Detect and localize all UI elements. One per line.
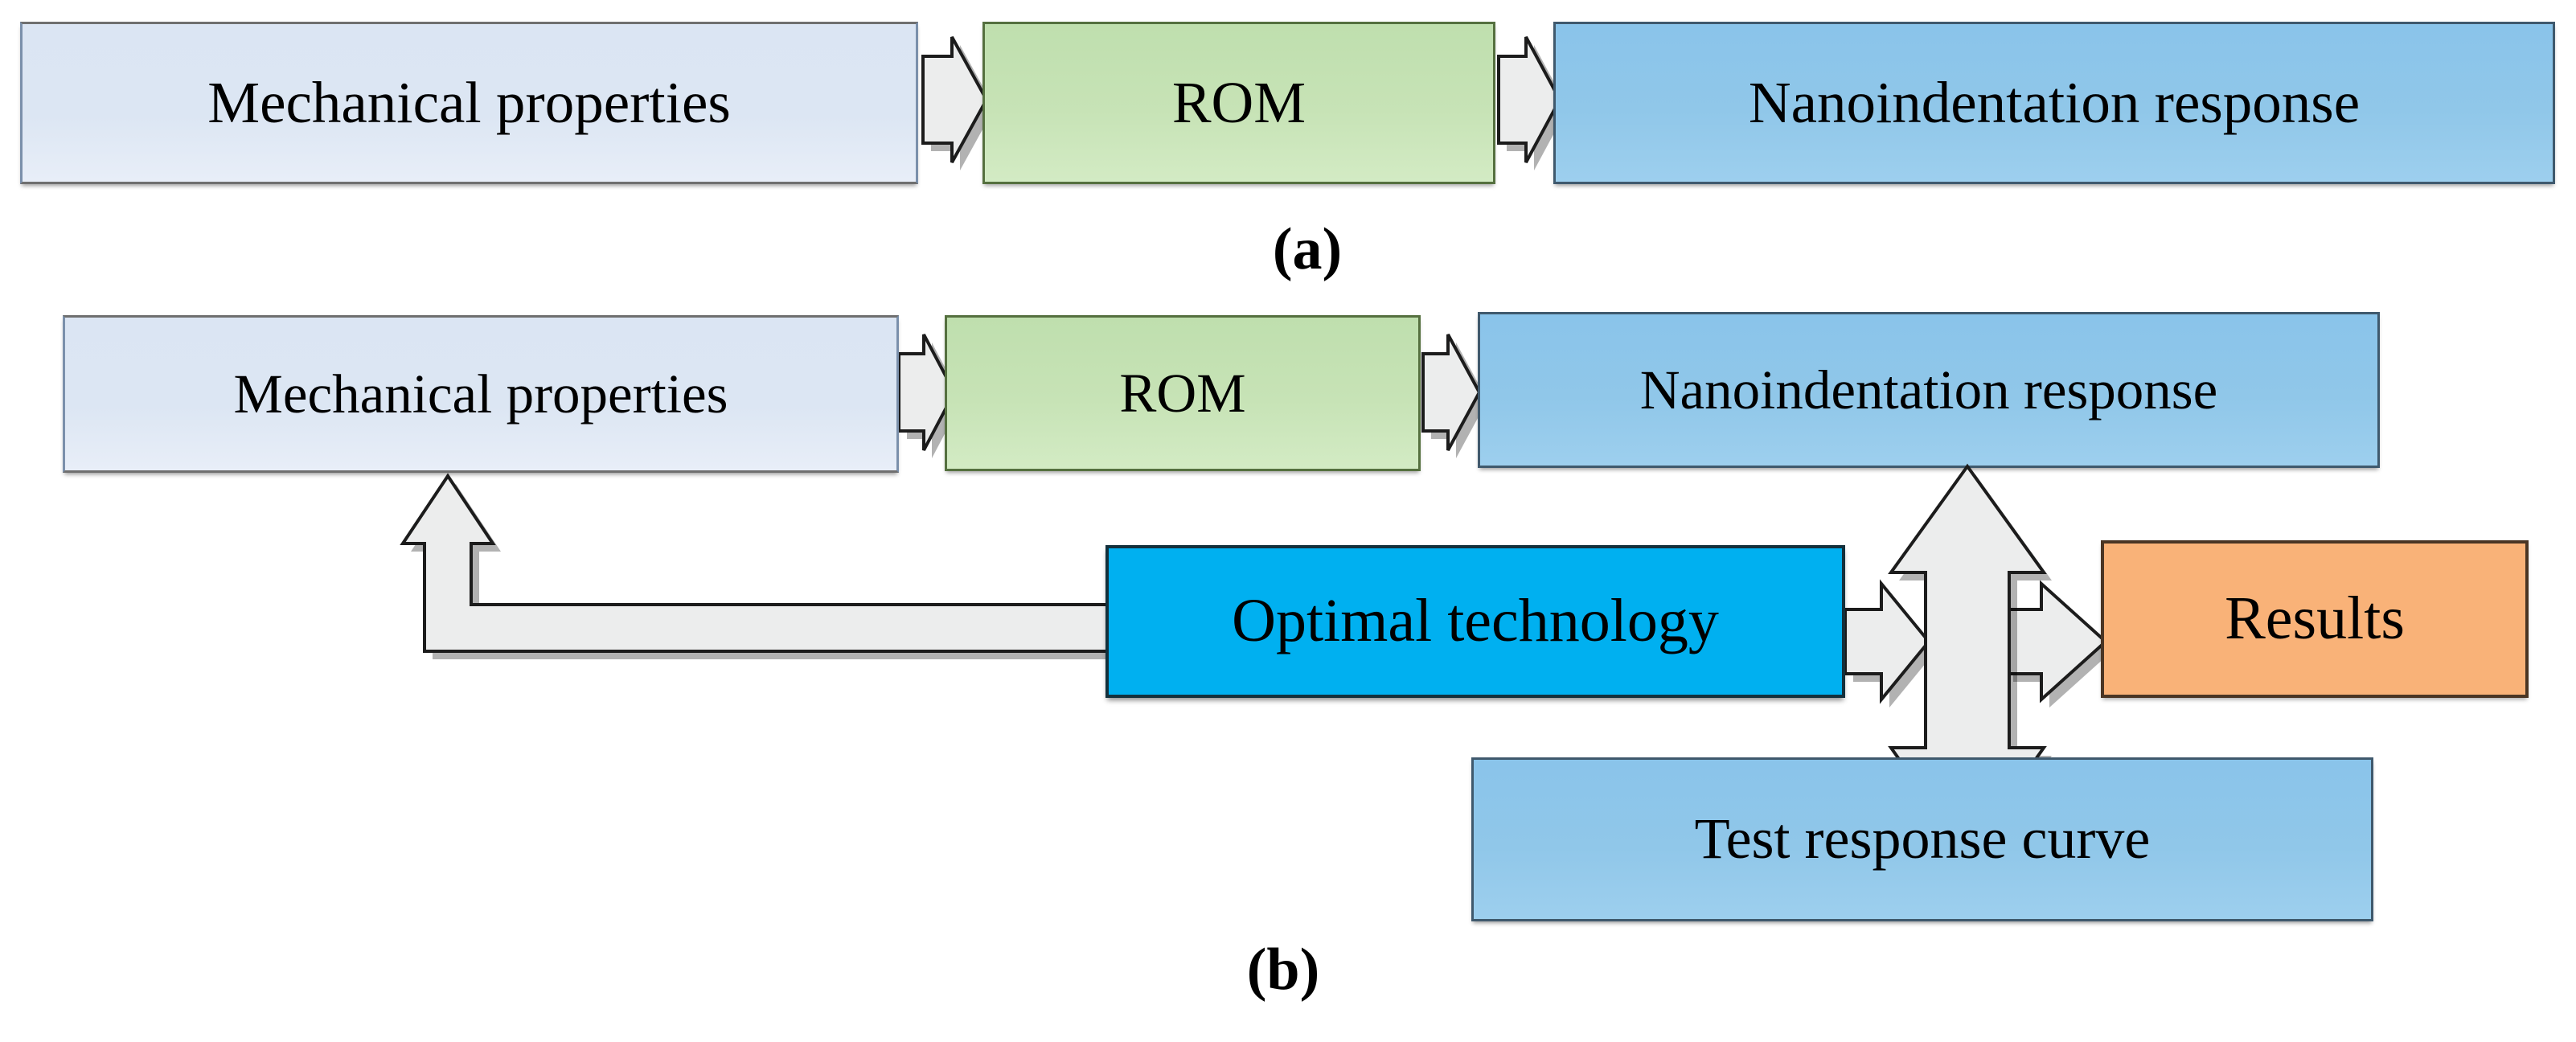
panel-a-node-mechanical-properties[interactable]: Mechanical properties: [20, 22, 918, 184]
panel-b-node-nanoindentation-response[interactable]: Nanoindentation response: [1478, 312, 2380, 468]
panel-b-node-results[interactable]: Results: [2101, 540, 2529, 698]
panel-label-a: (a): [1272, 216, 1343, 282]
panel-label-b: (b): [1246, 937, 1320, 1003]
panel-a-node-nanoindentation-response-label: Nanoindentation response: [1748, 69, 2361, 135]
panel-b-node-optimal-technology-label: Optimal technology: [1232, 587, 1719, 655]
panel-b-node-rom-label: ROM: [1119, 362, 1246, 424]
panel-b-node-mechanical-properties-label: Mechanical properties: [233, 363, 728, 425]
panel-a-node-nanoindentation-response[interactable]: Nanoindentation response: [1553, 22, 2555, 184]
panel-b-node-nanoindentation-response-label: Nanoindentation response: [1639, 359, 2218, 420]
panel-a-node-rom-label: ROM: [1171, 69, 1306, 135]
panel-b-node-mechanical-properties[interactable]: Mechanical properties: [63, 315, 899, 473]
panel-b-node-rom[interactable]: ROM: [945, 315, 1421, 471]
panel-a-node-rom[interactable]: ROM: [982, 22, 1495, 184]
panel-a-node-mechanical-properties-label: Mechanical properties: [207, 69, 731, 135]
panel-b-node-test-response-curve-label: Test response curve: [1694, 806, 2151, 872]
panel-b-node-results-label: Results: [2225, 585, 2405, 653]
panel-b-node-test-response-curve[interactable]: Test response curve: [1471, 757, 2373, 921]
panel-b-node-optimal-technology[interactable]: Optimal technology: [1105, 545, 1845, 698]
